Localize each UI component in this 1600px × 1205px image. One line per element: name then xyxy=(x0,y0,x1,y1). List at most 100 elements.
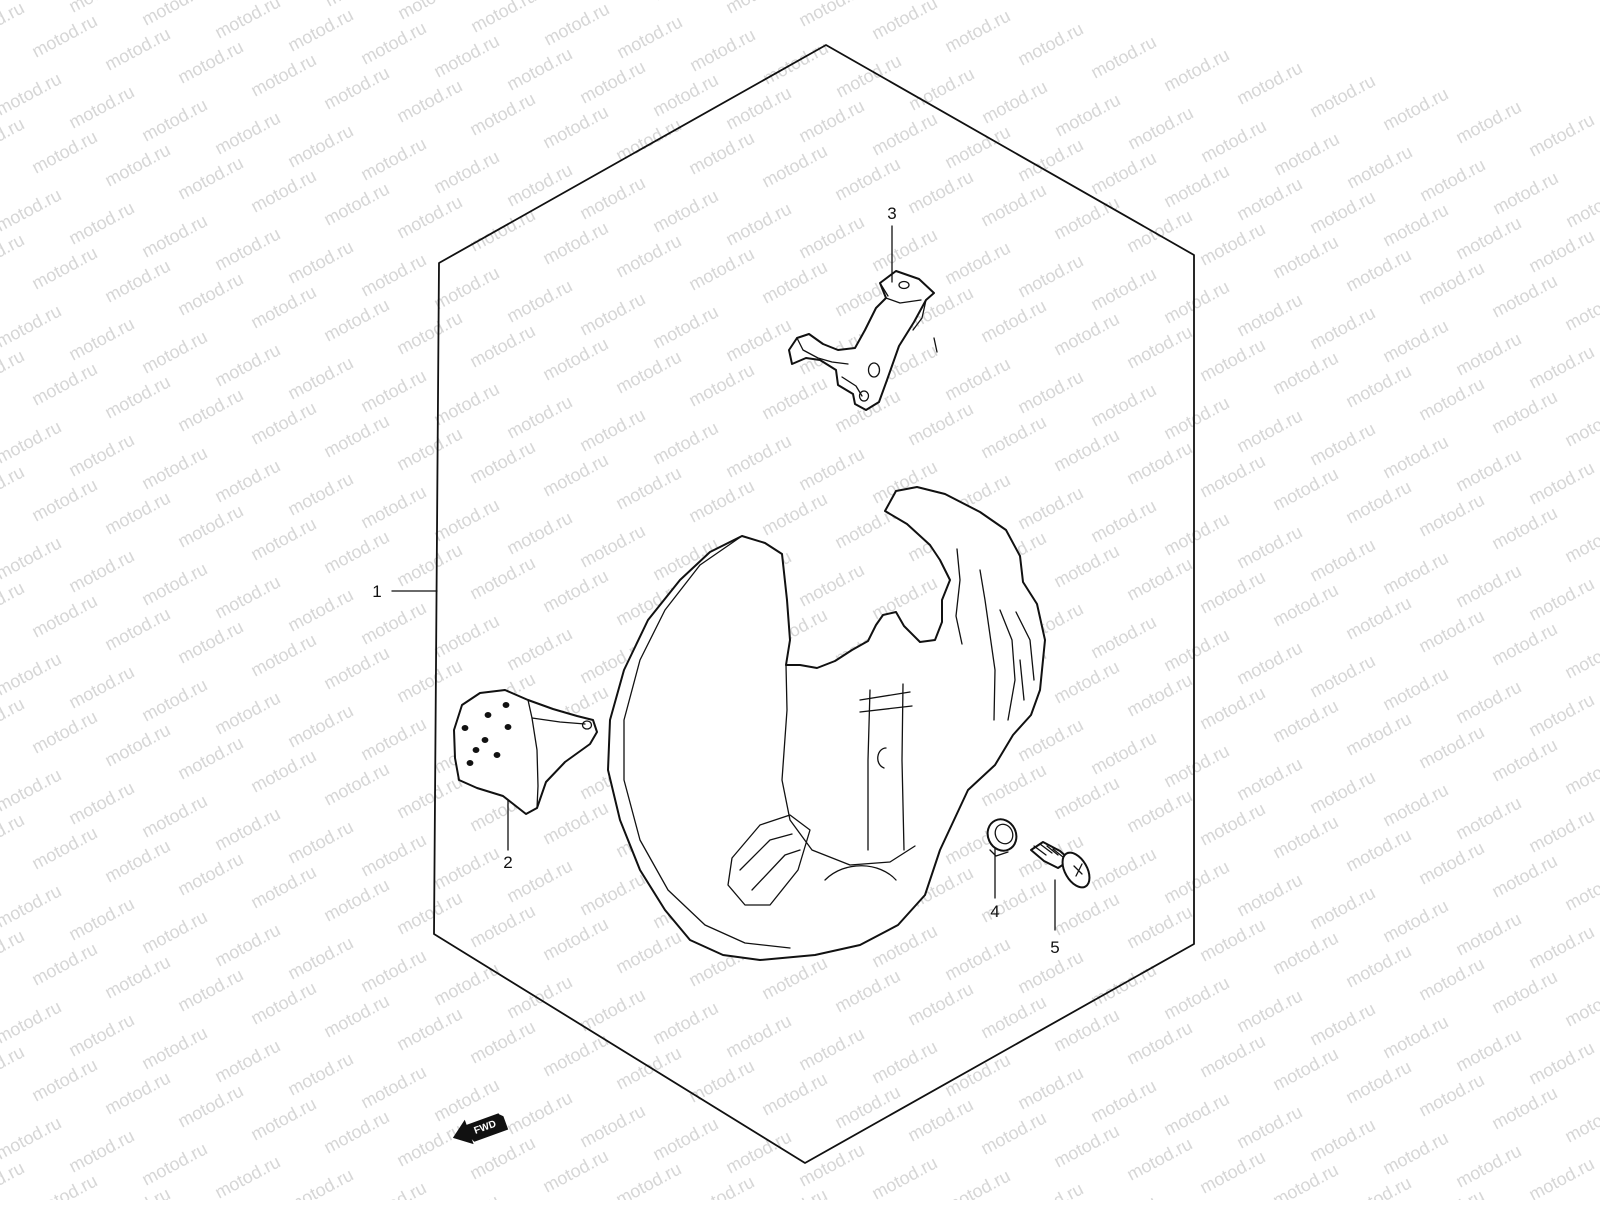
watermark-text: motod.ru xyxy=(1196,1147,1268,1198)
watermark-text: motod.ru xyxy=(1014,135,1086,186)
watermark-text: motod.ru xyxy=(138,0,210,30)
watermark-text: motod.ru xyxy=(466,553,538,604)
watermark-text: motod.ru xyxy=(1160,277,1232,328)
watermark-text: motod.ru xyxy=(101,488,173,539)
watermark-text: motod.ru xyxy=(1306,303,1378,354)
watermark-text: motod.ru xyxy=(1306,187,1378,238)
watermark-text: motod.ru xyxy=(284,5,356,56)
watermark-text: motod.ru xyxy=(357,250,429,301)
watermark-text: motod.ru xyxy=(685,360,757,411)
watermark-text: motod.ru xyxy=(1233,522,1305,573)
watermark-text: motod.ru xyxy=(1452,445,1524,496)
watermark-text: motod.ru xyxy=(795,96,867,147)
watermark-text: motod.ru xyxy=(430,1191,502,1200)
watermark-text: motod.ru xyxy=(174,617,246,668)
watermark-text: motod.ru xyxy=(1160,741,1232,792)
watermark-text: motod.ru xyxy=(101,256,173,307)
watermark-text: motod.ru xyxy=(28,1055,100,1106)
watermark-text: motod.ru xyxy=(539,1146,611,1197)
watermark-text: motod.ru xyxy=(612,115,684,166)
watermark-text: motod.ru xyxy=(1488,967,1560,1018)
watermark-text: motod.ru xyxy=(101,720,173,771)
watermark-text: motod.ru xyxy=(1415,490,1487,541)
part-3-bracket[interactable] xyxy=(788,270,938,411)
watermark-text: motod.ru xyxy=(722,83,794,134)
watermark-text: motod.ru xyxy=(1342,361,1414,412)
watermark-text: motod.ru xyxy=(1306,535,1378,586)
watermark-text: motod.ru xyxy=(1525,110,1597,161)
watermark-text: motod.ru xyxy=(357,1178,429,1200)
watermark-text: motod.ru xyxy=(576,405,648,456)
watermark-text: motod.ru xyxy=(211,456,283,507)
watermark-text: motod.ru xyxy=(320,295,392,346)
part-5-bolt[interactable] xyxy=(1030,841,1095,892)
watermark-text: motod.ru xyxy=(977,992,1049,1043)
watermark-text: motod.ru xyxy=(0,649,65,700)
watermark-text: motod.ru xyxy=(430,959,502,1010)
part-1-cowl[interactable] xyxy=(607,486,1046,961)
watermark-text: motod.ru xyxy=(1415,258,1487,309)
watermark-text: motod.ru xyxy=(758,141,830,192)
watermark-text: motod.ru xyxy=(1087,148,1159,199)
watermark-text: motod.ru xyxy=(1269,1044,1341,1095)
watermark-text: motod.ru xyxy=(1160,973,1232,1024)
watermark-text: motod.ru xyxy=(1342,941,1414,992)
watermark-text: motod.ru xyxy=(685,476,757,527)
part-2-mounting-plate[interactable] xyxy=(453,689,598,815)
watermark-text: motod.ru xyxy=(247,1094,319,1145)
watermark-text: motod.ru xyxy=(649,186,721,237)
watermark-text: motod.ru xyxy=(612,231,684,282)
watermark-text: motod.ru xyxy=(1160,625,1232,676)
watermark-text: motod.ru xyxy=(466,89,538,140)
watermark-text: motod.ru xyxy=(1415,606,1487,657)
watermark-text: motod.ru xyxy=(0,346,28,397)
watermark-text: motod.ru xyxy=(1050,657,1122,708)
watermark-text: motod.ru xyxy=(1196,451,1268,502)
watermark-text: motod.ru xyxy=(941,934,1013,985)
watermark-text: motod.ru xyxy=(1452,677,1524,728)
watermark-text: motod.ru xyxy=(101,372,173,423)
watermark-text: motod.ru xyxy=(0,69,65,120)
watermark-text: motod.ru xyxy=(1342,593,1414,644)
watermark-text: motod.ru xyxy=(685,244,757,295)
watermark-text: motod.ru xyxy=(1379,780,1451,831)
watermark-text: motod.ru xyxy=(1306,651,1378,702)
watermark-text: motod.ru xyxy=(65,546,137,597)
watermark-text: motod.ru xyxy=(1342,1173,1414,1200)
watermark-text: motod.ru xyxy=(65,198,137,249)
watermark-text: motod.ru xyxy=(28,127,100,178)
watermark-text: motod.ru xyxy=(904,167,976,218)
watermark-text: motod.ru xyxy=(795,560,867,611)
watermark-text: motod.ru xyxy=(1196,567,1268,618)
watermark-text: motod.ru xyxy=(539,914,611,965)
watermark-text: motod.ru xyxy=(1561,1096,1600,1147)
watermark-text: motod.ru xyxy=(1014,483,1086,534)
watermark-text: motod.ru xyxy=(284,237,356,288)
watermark-text: motod.ru xyxy=(722,199,794,250)
part-4-washer[interactable] xyxy=(983,815,1022,857)
watermark-text: motod.ru xyxy=(1233,870,1305,921)
watermark-text: motod.ru xyxy=(1379,316,1451,367)
watermark-text: motod.ru xyxy=(320,759,392,810)
watermark-text: motod.ru xyxy=(0,765,65,816)
watermark-text: motod.ru xyxy=(977,876,1049,927)
watermark-text: motod.ru xyxy=(1014,367,1086,418)
watermark-text: motod.ru xyxy=(284,1165,356,1200)
watermark-text: motod.ru xyxy=(1233,986,1305,1037)
watermark-text: motod.ru xyxy=(0,533,65,584)
watermark-text: motod.ru xyxy=(1525,226,1597,277)
watermark-text: motod.ru xyxy=(357,134,429,185)
watermark-text: motod.ru xyxy=(0,114,28,165)
watermark-text: motod.ru xyxy=(795,0,867,31)
watermark-text: motod.ru xyxy=(1306,883,1378,934)
watermark-text: motod.ru xyxy=(503,508,575,559)
watermark-text: motod.ru xyxy=(0,1158,28,1200)
watermark-text: motod.ru xyxy=(831,1082,903,1133)
watermark-text: motod.ru xyxy=(211,1152,283,1200)
watermark-text: motod.ru xyxy=(1087,264,1159,315)
watermark-text: motod.ru xyxy=(65,1126,137,1177)
watermark-text: motod.ru xyxy=(868,1037,940,1088)
watermark-text: motod.ru xyxy=(1233,406,1305,457)
watermark-text: motod.ru xyxy=(1488,735,1560,786)
watermark-text: motod.ru xyxy=(1123,554,1195,605)
